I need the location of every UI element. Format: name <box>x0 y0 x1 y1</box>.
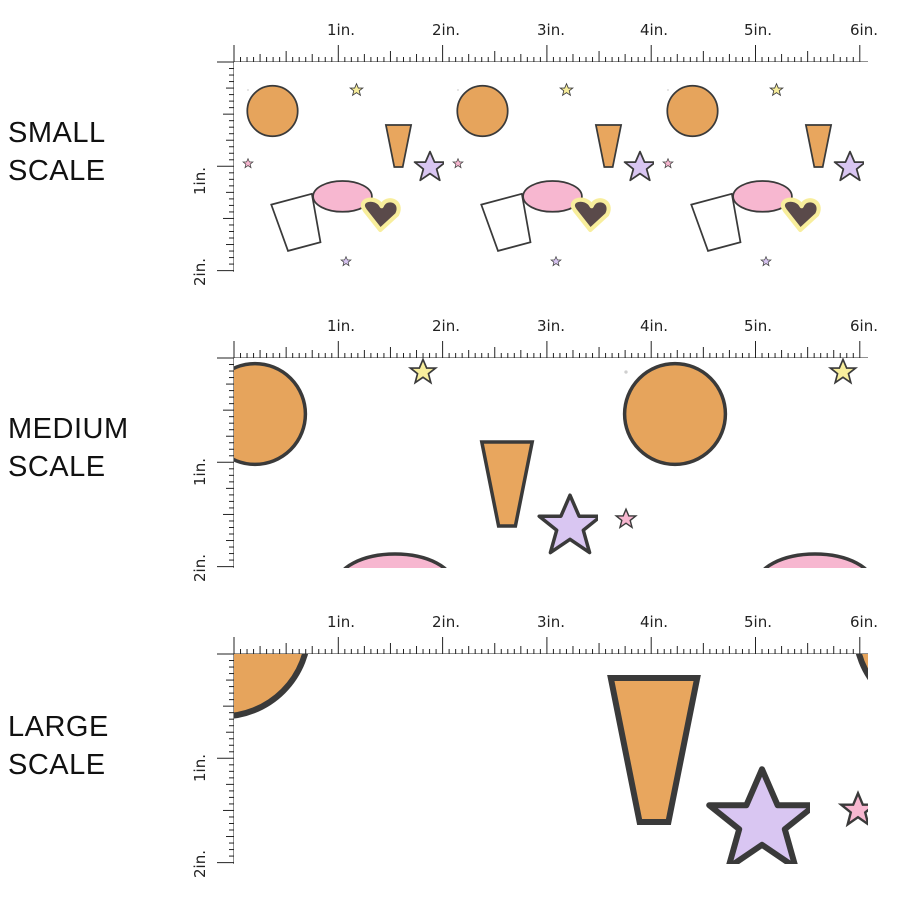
ruler-label-3in: 3in. <box>537 613 565 631</box>
ruler: 1in. 2in. 3in. 4in. 5in. 6in. 1in. 2in. <box>191 21 878 286</box>
scale-label-large: LARGE SCALE <box>8 708 109 784</box>
scale-label-line1: SMALL <box>8 117 106 149</box>
ruler-label-5in: 5in. <box>744 613 772 631</box>
ruler-label-4in: 4in. <box>640 21 668 39</box>
ruler-label-2in: 2in. <box>432 21 460 39</box>
scale-label-line2: SCALE <box>8 451 106 483</box>
scale-label-medium: MEDIUM SCALE <box>8 410 129 486</box>
ruler-label-3in: 3in. <box>537 21 565 39</box>
ruler-label-6in: 6in. <box>850 613 878 631</box>
scale-label-small: SMALL SCALE <box>8 114 106 190</box>
scale-label-line2: SCALE <box>8 749 106 781</box>
ruler-label-v2in: 2in. <box>191 554 209 582</box>
ruler-label-v1in: 1in. <box>191 458 209 486</box>
ruler-label-5in: 5in. <box>744 21 772 39</box>
ruler-label-v2in: 2in. <box>191 850 209 878</box>
scale-label-line2: SCALE <box>8 155 106 187</box>
ruler-label-4in: 4in. <box>640 613 668 631</box>
pattern-svg <box>234 358 868 568</box>
ruler-label-v2in: 2in. <box>191 258 209 286</box>
ruler-label-6in: 6in. <box>850 317 878 335</box>
scale-label-line1: MEDIUM <box>8 413 129 445</box>
pattern-svg <box>234 62 868 272</box>
section-large-scale: LARGE SCALE 1in. 2in. 3in. 4in. 5in. 6in… <box>0 602 900 882</box>
ruler-label-6in: 6in. <box>850 21 878 39</box>
fabric-swatch-small <box>234 62 868 272</box>
ruler-label-v1in: 1in. <box>191 754 209 782</box>
ruler-label-3in: 3in. <box>537 317 565 335</box>
ruler-label-5in: 5in. <box>744 317 772 335</box>
pattern-svg <box>234 654 868 864</box>
fabric-swatch-large <box>234 654 868 864</box>
scale-label-line1: LARGE <box>8 711 109 743</box>
ruler-label-1in: 1in. <box>327 317 355 335</box>
fabric-swatch-medium <box>234 358 868 568</box>
ruler-label-4in: 4in. <box>640 317 668 335</box>
ruler-label-2in: 2in. <box>432 317 460 335</box>
section-small-scale: SMALL SCALE 1in. 2in. 3in. 4in. 5in. 6in… <box>0 10 900 290</box>
ruler-label-v1in: 1in. <box>191 167 209 195</box>
section-medium-scale: MEDIUM SCALE 1in. 2in. 3in. 4in. 5in. 6i… <box>0 306 900 586</box>
ruler-label-2in: 2in. <box>432 613 460 631</box>
ruler-label-1in: 1in. <box>327 613 355 631</box>
ruler-label-1in: 1in. <box>327 21 355 39</box>
